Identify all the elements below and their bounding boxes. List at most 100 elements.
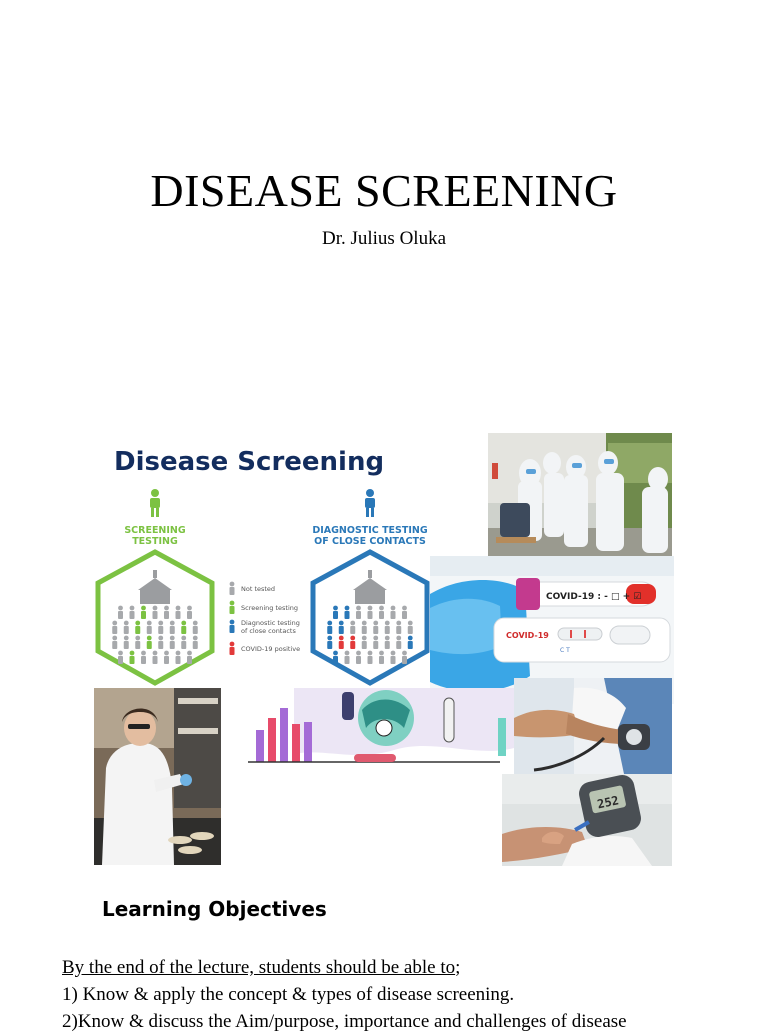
legend-covid-positive: COVID-19 positive [241,645,300,653]
crowd-person-icon [361,635,367,649]
crowd-person-icon [187,650,192,664]
legend-person-icon [229,581,235,595]
crowd-person-icon [396,620,402,634]
legend-close-contacts: of close contacts [241,627,296,635]
crowd-person-icon [135,635,141,649]
glucometer-photo: 252 [502,774,672,866]
ppe-workers-photo [488,433,672,557]
crowd-person-icon [373,620,379,634]
crowd-person-icon [187,605,192,619]
crowd-screening [112,605,198,664]
crowd-person-icon [164,650,169,664]
tube-label: COVID-19 : - □ + ☑ [546,592,641,602]
bar-graphic [256,708,312,762]
image-collage: Disease Screening SCREENING TESTING DIAG… [94,432,674,866]
crowd-person-icon [356,650,361,664]
crowd-person-icon [344,650,350,664]
crowd-person-icon [129,650,135,664]
legend-diagnostic-testing: Diagnostic testing [241,619,300,627]
crowd-person-icon [181,635,187,649]
crowd-person-icon [146,635,152,649]
crowd-person-icon [402,650,407,664]
crowd-person-icon [192,635,198,649]
crowd-person-icon [123,635,129,649]
blood-pressure-photo [514,678,672,774]
cassette-label: COVID-19 [506,631,549,640]
crowd-person-icon [112,620,118,634]
crowd-person-icon [384,620,390,634]
crowd-person-icon [327,620,333,634]
crowd-person-icon [390,605,396,619]
crowd-person-icon [181,620,187,634]
person-icon-green [150,489,160,517]
crowd-person-icon [169,620,175,634]
crowd-person-icon [367,650,373,664]
objectives-text: By the end of the lecture, students shou… [62,954,627,1035]
crowd-person-icon [175,650,181,664]
crowd-person-icon [123,620,129,634]
crowd-person-icon [338,635,344,649]
crowd-person-icon [344,605,350,619]
crowd-person-icon [169,635,175,649]
crowd-person-icon [356,605,361,619]
crowd-person-icon [141,650,146,664]
objective-item: 2)Know & discuss the Aim/purpose, import… [62,1011,627,1032]
legend-person-icon [229,600,235,614]
crowd-person-icon [350,620,356,634]
crowd-person-icon [373,635,379,649]
crowd-person-icon [407,620,413,634]
cassette-marks: C T [560,647,570,654]
crowd-person-icon [135,620,141,634]
lab-scientist-photo [94,688,221,865]
crowd-person-icon [379,650,384,664]
crowd-person-icon [192,620,198,634]
school-icon [353,570,387,604]
author-name: Dr. Julius Oluka [321,228,447,249]
crowd-diagnostic [327,605,413,664]
crowd-person-icon [146,620,152,634]
section-heading: Learning Objectives [102,897,327,921]
screening-infographic: Disease Screening SCREENING TESTING DIAG… [95,447,430,686]
crowd-person-icon [333,605,338,619]
crowd-person-icon [175,605,181,619]
screening-label-2: TESTING [132,536,178,547]
crowd-person-icon [158,635,164,649]
glucometer-reading: 252 [596,793,620,811]
crowd-person-icon [384,635,390,649]
page-title: DISEASE SCREENING [150,165,618,216]
diagnostic-label-1: DIAGNOSTIC TESTING [312,525,428,536]
crowd-person-icon [112,635,118,649]
crowd-person-icon [402,605,407,619]
intro-underlined: By the end of the lecture, students shou… [62,957,456,978]
crowd-person-icon [129,605,135,619]
legend-not-tested: Not tested [241,585,275,593]
legend-person-icon [229,619,235,633]
crowd-person-icon [118,605,123,619]
crowd-person-icon [367,605,373,619]
legend-person-icon [229,641,235,655]
crowd-person-icon [327,635,333,649]
crowd-person-icon [407,635,413,649]
screening-label-1: SCREENING [124,525,186,536]
legend-screening-testing: Screening testing [241,604,298,612]
crowd-person-icon [152,650,158,664]
crowd-person-icon [141,605,146,619]
objective-item: 1) Know & apply the concept & types of d… [62,984,515,1005]
intro-suffix: ; [455,957,461,978]
crowd-person-icon [333,650,338,664]
crowd-person-icon [152,605,158,619]
school-icon [138,570,172,604]
intro-line: By the end of the lecture, students shou… [62,954,627,981]
crowd-person-icon [390,650,396,664]
crowd-person-icon [164,605,169,619]
legend: Not tested Screening testing Diagnostic … [229,581,300,655]
crowd-person-icon [396,635,402,649]
crowd-person-icon [361,620,367,634]
diagnostic-label-2: OF CLOSE CONTACTS [314,536,426,547]
health-illustration [234,688,514,766]
crowd-person-icon [379,605,384,619]
crowd-person-icon [118,650,123,664]
person-icon-blue [365,489,375,517]
crowd-person-icon [338,620,344,634]
infographic-title: Disease Screening [114,447,384,477]
